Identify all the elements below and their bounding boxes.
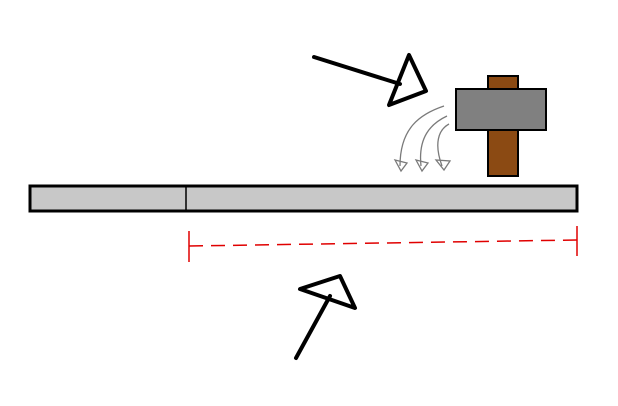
upper-arrow-icon — [314, 55, 426, 105]
curved-arrow-icon — [436, 124, 450, 170]
hammer-head — [456, 89, 546, 130]
motion-arrows — [395, 106, 450, 171]
lower-arrow-icon — [296, 276, 355, 358]
hammer-icon — [456, 76, 546, 176]
dimension-line — [189, 226, 577, 262]
curved-arrow-icon — [416, 116, 447, 171]
rod — [30, 186, 577, 211]
dimension-dashed-line — [189, 240, 577, 246]
